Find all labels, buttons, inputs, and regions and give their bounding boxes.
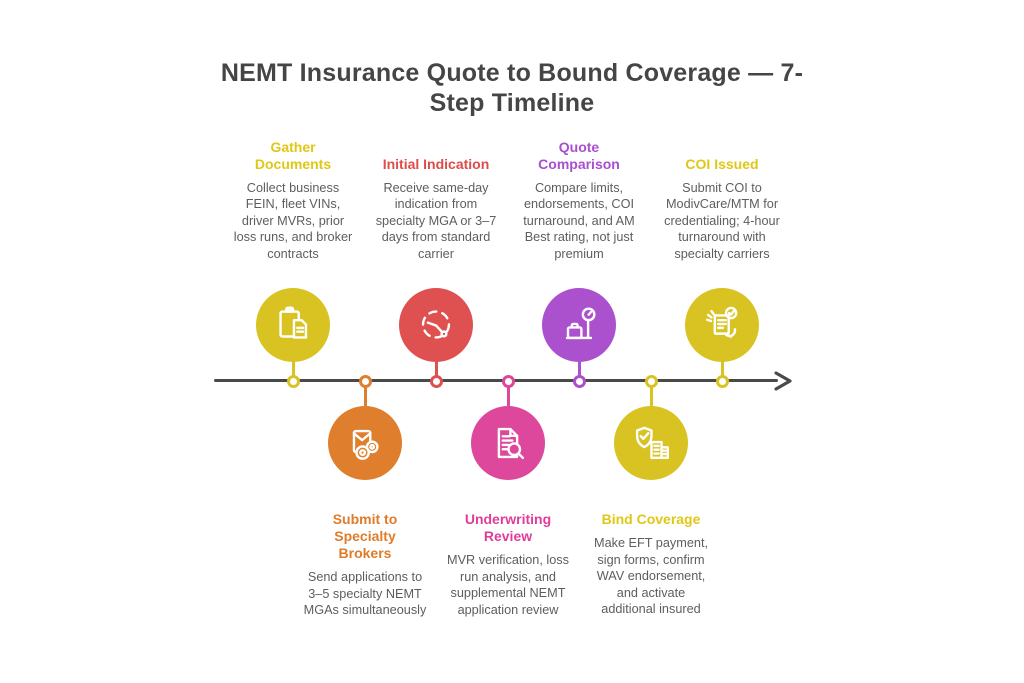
- timeline-line: [214, 379, 778, 382]
- step-2-description: Send applications to 3–5 specialty NEMT …: [303, 570, 427, 617]
- step-2-column: Submit to Specialty Brokers Send applica…: [299, 511, 431, 619]
- step-7-title: COI Issued: [685, 155, 759, 172]
- timeline-node-dot-3: [429, 374, 443, 388]
- step-3-title: Initial Indication: [382, 155, 490, 172]
- step-4-column: Underwriting Review MVR verification, lo…: [442, 511, 574, 618]
- hands-certificate-icon: [699, 302, 745, 348]
- timeline-node-dot-2: [358, 374, 372, 388]
- step-5-circle: [542, 288, 616, 362]
- luggage-scale-icon: [556, 302, 602, 348]
- step-1-connector: [291, 352, 295, 381]
- step-7-column: COI Issued Submit COI to ModivCare/MTM f…: [656, 156, 788, 263]
- step-5-description: Compare limits, endorsements, COI turnar…: [523, 180, 635, 261]
- step-2-title: Submit to Specialty Brokers: [332, 511, 398, 561]
- step-6-title: Bind Coverage: [601, 511, 701, 527]
- step-4-description: MVR verification, loss run analysis, and…: [447, 553, 569, 617]
- step-7-connector: [720, 352, 724, 381]
- step-4-connector: [506, 381, 510, 408]
- document-magnifier-icon: [485, 420, 531, 466]
- step-4-title: Underwriting Review: [464, 511, 552, 544]
- step-6-column: Bind Coverage Make EFT payment, sign for…: [585, 511, 717, 618]
- timeline-node-dot-6: [644, 374, 658, 388]
- step-1-description: Collect business FEIN, fleet VINs, drive…: [233, 180, 353, 261]
- clipboard-documents-icon: [270, 302, 316, 348]
- step-7-description: Submit COI to ModivCare/MTM for credenti…: [664, 180, 780, 261]
- timeline-node-dot-5: [572, 374, 586, 388]
- step-5-column: Quote Comparison Compare limits, endorse…: [513, 139, 645, 263]
- step-5-connector: [577, 352, 581, 381]
- timeline-node-dot-1: [286, 374, 300, 388]
- step-1-circle: [256, 288, 330, 362]
- step-5-title: Quote Comparison: [538, 138, 620, 172]
- step-1-column: Gather Documents Collect business FEIN, …: [227, 139, 359, 263]
- step-3-description: Receive same-day indication from special…: [375, 180, 497, 261]
- deadline-clock-icon: [413, 302, 459, 348]
- timeline-node-dot-4: [501, 374, 515, 388]
- timeline-node-dot-7: [715, 374, 729, 388]
- step-2-circle: [328, 406, 402, 480]
- step-6-connector: [649, 381, 653, 408]
- step-6-circle: [614, 406, 688, 480]
- step-1-title: Gather Documents: [254, 138, 332, 172]
- shield-check-building-icon: [628, 420, 674, 466]
- step-6-description: Make EFT payment, sign forms, confirm WA…: [594, 536, 708, 616]
- step-3-connector: [434, 352, 438, 381]
- step-7-circle: [685, 288, 759, 362]
- envelope-coins-icon: [342, 420, 388, 466]
- page-title: NEMT Insurance Quote to Bound Coverage —…: [220, 59, 804, 117]
- step-3-column: Initial Indication Receive same-day indi…: [370, 156, 502, 263]
- step-3-circle: [399, 288, 473, 362]
- step-4-circle: [471, 406, 545, 480]
- timeline-arrow-icon: [774, 371, 792, 391]
- step-2-connector: [363, 381, 367, 408]
